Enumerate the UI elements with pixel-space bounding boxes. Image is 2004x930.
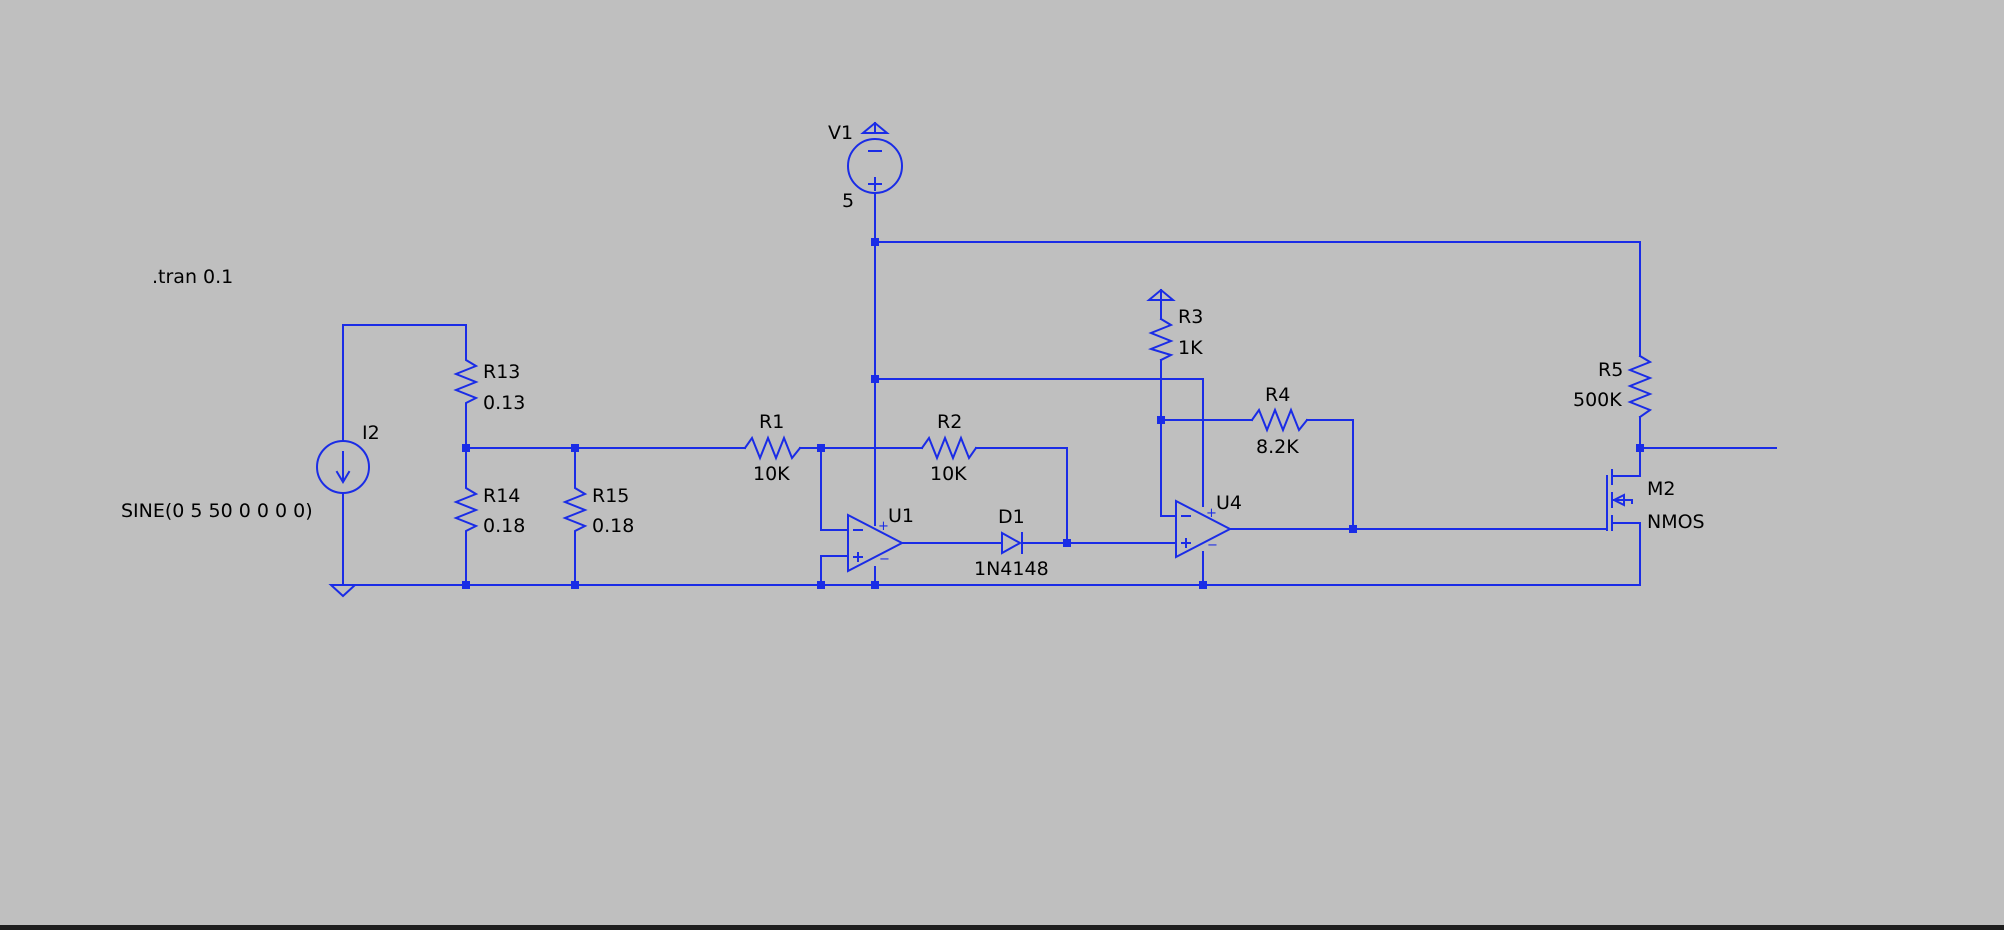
u4-plus-sign: +: [1206, 506, 1217, 521]
r13-label: R13: [483, 361, 520, 383]
spice-directive[interactable]: .tran 0.1: [152, 266, 233, 288]
r14-value: 0.18: [483, 515, 525, 537]
u1-label: U1: [888, 505, 914, 527]
u4-label: U4: [1216, 492, 1242, 514]
diode-d1[interactable]: D1 1N4148: [974, 506, 1049, 580]
r15-label: R15: [592, 485, 629, 507]
wires: [342, 192, 1777, 586]
r2-label: R2: [937, 411, 962, 433]
u1-plus-sign: +: [878, 519, 889, 534]
i2-label: I2: [362, 422, 380, 444]
d1-value: 1N4148: [974, 558, 1049, 580]
resistor-r2[interactable]: R2 10K: [920, 411, 978, 485]
resistor-r15[interactable]: R15 0.18: [562, 479, 634, 542]
u4-minus-sign: −: [1207, 538, 1218, 553]
current-source-i2[interactable]: I2 SINE(0 5 50 0 0 0 0): [121, 422, 380, 522]
d1-label: D1: [998, 506, 1025, 528]
junctions: [462, 238, 1644, 589]
r1-value: 10K: [753, 463, 790, 485]
m2-label: M2: [1647, 478, 1675, 500]
i2-value: SINE(0 5 50 0 0 0 0): [121, 500, 313, 522]
status-bar: [0, 925, 2004, 930]
r14-label: R14: [483, 485, 520, 507]
resistor-r14[interactable]: R14 0.18: [453, 479, 525, 542]
nmos-m2[interactable]: M2 NMOS: [1606, 469, 1705, 539]
ground-icon: [328, 584, 358, 598]
r13-value: 0.13: [483, 392, 525, 414]
v1-value: 5: [842, 190, 854, 212]
v1-terminal-flag-icon: [860, 121, 890, 134]
r4-value: 8.2K: [1256, 436, 1299, 458]
r2-value: 10K: [930, 463, 967, 485]
m2-value: NMOS: [1647, 511, 1705, 533]
resistor-r5[interactable]: R5 500K: [1573, 354, 1653, 419]
resistor-r13[interactable]: R13 0.13: [453, 351, 525, 414]
u1-minus-sign: −: [879, 552, 890, 567]
v1-label: V1: [828, 122, 853, 144]
r3-value: 1K: [1178, 337, 1203, 359]
resistor-r3[interactable]: R3 1K: [1146, 288, 1203, 362]
r15-value: 0.18: [592, 515, 634, 537]
r4-label: R4: [1265, 384, 1290, 406]
r5-value: 500K: [1573, 389, 1622, 411]
r1-label: R1: [759, 411, 784, 433]
r3-label: R3: [1178, 306, 1203, 328]
opamp-u1[interactable]: + − U1: [847, 505, 914, 573]
resistor-r1[interactable]: R1 10K: [743, 411, 802, 485]
r3-terminal-flag-icon: [1146, 288, 1176, 301]
resistor-r4[interactable]: R4 8.2K: [1250, 384, 1309, 458]
opamp-u4[interactable]: + − U4: [1175, 492, 1242, 559]
voltage-source-v1[interactable]: V1 5: [828, 121, 903, 212]
r5-label: R5: [1598, 359, 1623, 381]
